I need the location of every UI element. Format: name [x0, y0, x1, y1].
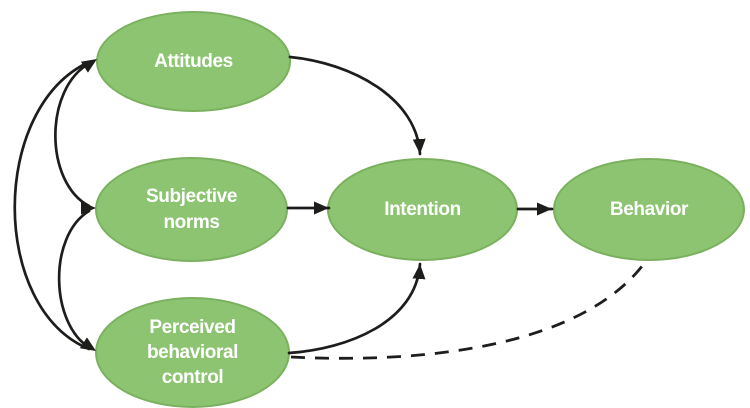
edge-attitudes-subjective-norms [54, 61, 92, 208]
node-subjective-norms-label: Subjective norms [145, 186, 238, 233]
node-perceived-behavioral-control: Perceived behavioral control [95, 297, 290, 408]
node-behavior-label: Behavior [609, 198, 689, 220]
edge-subjective-norms-perceived-control [57, 209, 92, 350]
edge-attitudes-perceived-control [13, 60, 91, 351]
node-attitudes-label: Attitudes [154, 50, 233, 72]
edge-attitudes-intention [288, 55, 426, 156]
node-intention-label: Intention [384, 198, 461, 220]
node-subjective-norms: Subjective norms [95, 157, 288, 262]
node-attitudes: Attitudes [96, 11, 291, 112]
arrowhead-into-subjective-norms [81, 201, 96, 215]
node-intention: Intention [327, 158, 518, 261]
node-perceived-behavioral-control-label: Perceived behavioral control [146, 316, 239, 389]
edge-perceived-control-intention [287, 262, 426, 355]
edge-perceived-control-behavior-dashed [290, 260, 648, 360]
node-behavior: Behavior [553, 158, 745, 261]
